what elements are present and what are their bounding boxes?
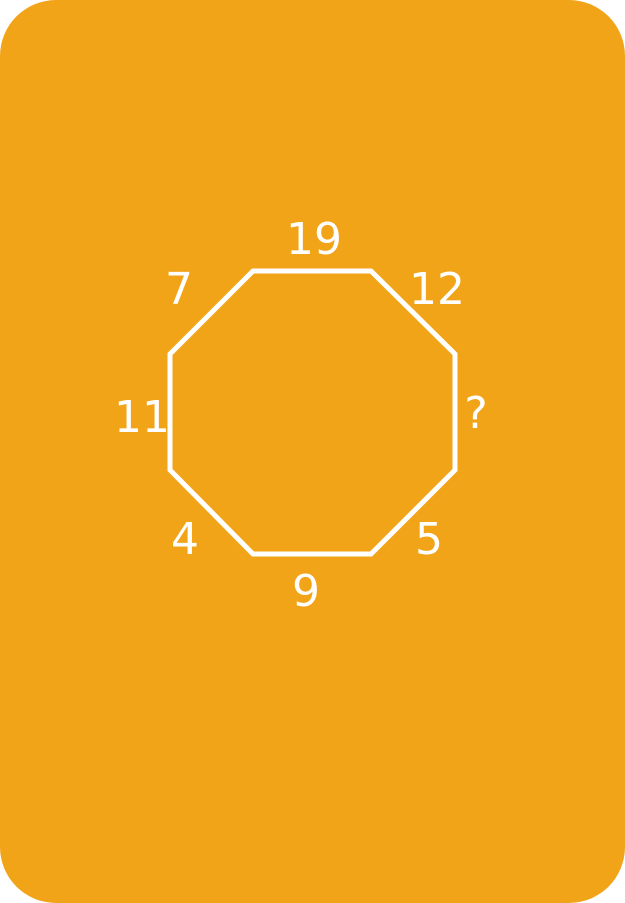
side-label-bottom: 9 [292,566,320,617]
side-label-bottom-left: 4 [171,514,199,565]
side-label-left: 11 [114,392,170,443]
side-label-top-left: 7 [165,264,193,315]
side-label-top: 19 [286,214,342,265]
side-label-top-right: 12 [409,264,465,315]
side-label-bottom-right: 5 [415,514,443,565]
side-label-right: ? [464,388,487,439]
octagon-outline [167,268,458,557]
